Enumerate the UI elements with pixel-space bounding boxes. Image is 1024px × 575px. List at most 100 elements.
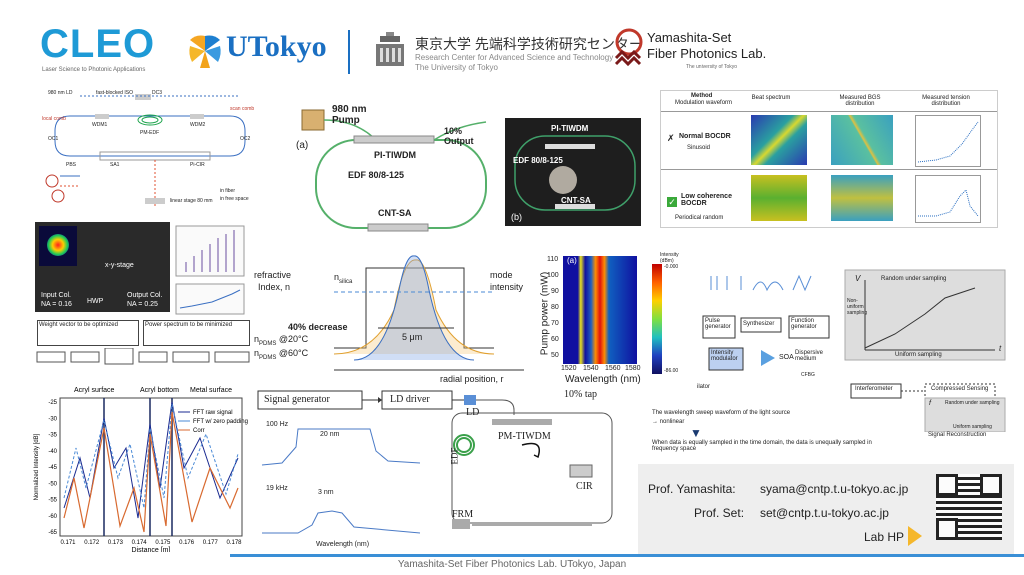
weight-vector-label: Weight vector to be optimized bbox=[39, 322, 118, 328]
note2: When data is equally sampled in the time… bbox=[652, 440, 872, 452]
photo-cnt-label: CNT-SA bbox=[561, 196, 591, 205]
radial-label: radial position, r bbox=[440, 374, 504, 384]
power-spectrum-label: Power spectrum to be minimized bbox=[145, 322, 233, 328]
footer-bar bbox=[230, 554, 1024, 557]
colorbar: Intensity (dBm) -0.000 -86.00 bbox=[650, 252, 686, 382]
setup-label-wdm2: WDM2 bbox=[190, 122, 206, 128]
contact-panel: Prof. Yamashita: syama@cntp.t.u-tokyo.ac… bbox=[638, 464, 1014, 556]
qr-code[interactable] bbox=[936, 474, 1002, 540]
power-spectrum-box: Power spectrum to be minimized bbox=[143, 320, 250, 346]
table-col1b: Modulation waveform bbox=[675, 100, 733, 106]
n60-label: nPDMS @60°C bbox=[254, 348, 308, 361]
contact-email2[interactable]: set@cntp.t.u-tokyo.ac.jp bbox=[760, 506, 889, 520]
spec1-freq: 100 Hz bbox=[266, 421, 289, 428]
setup-label-infiber: in fiber bbox=[220, 188, 236, 194]
n20-sub: PDMS bbox=[259, 340, 277, 347]
contact-email1[interactable]: syama@cntp.t.u-tokyo.ac.jp bbox=[760, 482, 909, 496]
x-tick-label: 0.177 bbox=[203, 540, 219, 546]
edf-label: EDF 80/8-125 bbox=[348, 170, 405, 180]
colorbar-bottom: -86.00 bbox=[664, 368, 679, 374]
setup-label-oc2: OC2 bbox=[240, 136, 251, 142]
chart-frame bbox=[59, 397, 243, 537]
spec1-bw: 20 nm bbox=[320, 431, 340, 438]
y-tick-label: -55 bbox=[48, 498, 57, 504]
lab-logo-icon bbox=[612, 28, 646, 68]
x-tick-label: 0.178 bbox=[226, 540, 242, 546]
lab-hp-link[interactable]: Lab HP bbox=[864, 530, 905, 544]
weight-diagram: Weight vector to be optimized Power spec… bbox=[35, 318, 253, 368]
x-tick-label: 0.174 bbox=[132, 540, 148, 546]
beat-spectrum-2 bbox=[751, 175, 807, 221]
photo-edf-label: EDF 80/8-125 bbox=[513, 156, 563, 165]
setup-label-picir: Pi-CIR bbox=[190, 162, 205, 168]
cnt-label: CNT-SA bbox=[378, 208, 412, 218]
lab-logo-line2: Fiber Photonics Lab. bbox=[647, 46, 767, 61]
sampling-diagram: Random under sampling V t Non-uniform sa… bbox=[695, 268, 1013, 433]
setup-label-oc1: OC1 bbox=[48, 136, 59, 142]
utokyo-ginkgo-icon bbox=[186, 32, 224, 70]
x-axis-label: Distance [m] bbox=[132, 547, 171, 552]
rcast-jp: 東京大学 先端科学技術研究センター bbox=[415, 36, 643, 52]
y-tick-label: -65 bbox=[48, 530, 57, 536]
row2-mark: ✓ bbox=[667, 197, 677, 207]
y-tick-label: -30 bbox=[48, 416, 57, 422]
setup-label-infree: in free space bbox=[220, 196, 249, 202]
hwp-label: HWP bbox=[87, 298, 104, 305]
heatmap-chart: Pump power (mW) (a) Wavelength (nm) 110 … bbox=[535, 250, 650, 386]
edf-label-2: EDF bbox=[449, 447, 460, 465]
table-col3: Measured BGS distribution bbox=[839, 95, 881, 107]
note1b: → nonlinear bbox=[652, 419, 685, 425]
colorbar-gradient bbox=[652, 264, 662, 374]
ring-a-label: (a) bbox=[296, 140, 309, 151]
sig-recon-label: Signal Reconstruction bbox=[928, 432, 987, 438]
setup-label-stage: linear stage 80 mm bbox=[170, 198, 213, 204]
bgs-1 bbox=[831, 115, 893, 165]
table-divider-top bbox=[661, 111, 997, 112]
siggen-label: Signal generator bbox=[264, 394, 330, 405]
dispersive-label: Dispersive medium bbox=[795, 350, 824, 362]
heatmap-xtick-2: 1560 bbox=[605, 365, 621, 372]
pump-label: 980 nm Pump bbox=[332, 104, 367, 126]
bgs-2 bbox=[831, 175, 893, 221]
setup-label-sa1: SA1 bbox=[110, 162, 120, 168]
mode-diagram: refractive Index, n nsilica mode intensi… bbox=[254, 250, 534, 384]
interf-label: Interferometer bbox=[855, 386, 893, 392]
y-tick-label: -35 bbox=[48, 433, 57, 439]
n60-sub: PDMS bbox=[259, 354, 277, 361]
heatmap-ytick-3: 80 bbox=[551, 304, 559, 311]
row1-sub: Sinusoid bbox=[687, 145, 711, 151]
footer-text: Yamashita-Set Fiber Photonics Lab. UToky… bbox=[397, 559, 627, 570]
cs-label: Compressed Sensing bbox=[931, 386, 989, 392]
down-arrow-icon: ▼ bbox=[690, 426, 702, 440]
rcast-en1: Research Center for Advanced Science and… bbox=[415, 53, 614, 62]
header-divider bbox=[348, 30, 350, 74]
heatmap-plot bbox=[563, 256, 637, 364]
n20-n: n bbox=[254, 334, 260, 344]
y-tick-label: -45 bbox=[48, 465, 57, 471]
heatmap-ytick-2: 90 bbox=[551, 288, 559, 295]
nsilica-n: n bbox=[334, 272, 340, 282]
mode-label1: mode bbox=[490, 270, 513, 280]
table-col4: Measured tension distribution bbox=[922, 95, 970, 107]
refractive-label1: refractive bbox=[254, 270, 292, 280]
input-col-label: Input Col. bbox=[41, 292, 71, 299]
uniform-label: Uniform sampling bbox=[895, 352, 942, 358]
lab-logo-sub: The university of Tokyo bbox=[686, 64, 738, 70]
n20-label: nPDMS @20°C bbox=[254, 334, 308, 347]
spec2-bw: 3 nm bbox=[318, 489, 334, 496]
lab-logo-line1: Yamashita-Set bbox=[647, 30, 732, 45]
output-col-label: Output Col. bbox=[127, 292, 163, 299]
ld-label: LD bbox=[466, 407, 480, 418]
synth-label: Synthesizer bbox=[743, 321, 775, 327]
tension-2 bbox=[915, 175, 981, 223]
f-label: f bbox=[929, 400, 931, 407]
photo-tiwdm-label: PI-TIWDM bbox=[551, 124, 589, 133]
cfbg-label: CFBG bbox=[801, 372, 815, 378]
beat-spectrum-1 bbox=[751, 115, 807, 165]
lator-label: ilator bbox=[697, 384, 711, 390]
contact-name1: Prof. Yamashita: bbox=[648, 482, 736, 496]
y-tick-label: -60 bbox=[48, 514, 57, 520]
cleo-tagline: Laser Science to Photonic Applications bbox=[42, 67, 146, 73]
x-tick-label: 0.175 bbox=[155, 540, 171, 546]
